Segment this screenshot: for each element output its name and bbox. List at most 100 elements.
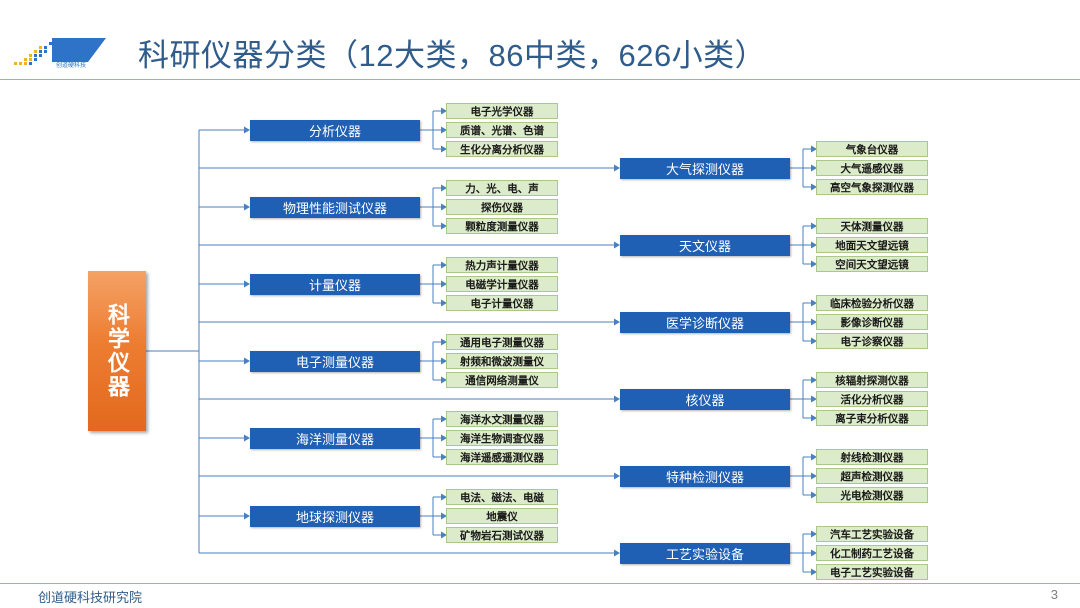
subcategory-node: 电子诊察仪器 [816,333,928,349]
category-node: 地球探测仪器 [250,505,420,527]
subcategory-node: 离子束分析仪器 [816,410,928,426]
arrow-head [811,318,817,326]
subcategory-node: 电子工艺实验设备 [816,564,928,580]
page-number: 3 [1050,587,1058,602]
subcategory-node: 质谱、光谱、色谱 [446,122,558,138]
arrow-head [441,203,447,211]
arrow-head [811,222,817,230]
subcategory-node: 电子计量仪器 [446,295,558,311]
subcategory-node: 汽车工艺实验设备 [816,526,928,542]
arrow-head [811,145,817,153]
subcategory-node: 核辐射探测仪器 [816,372,928,388]
subcategory-node: 气象台仪器 [816,141,928,157]
arrow-head [614,241,620,249]
arrow-head [441,126,447,134]
arrow-head [614,318,620,326]
arrow-head [441,184,447,192]
arrow-head [811,414,817,422]
arrow-head [811,530,817,538]
category-node: 物理性能测试仪器 [250,196,420,218]
arrow-head [441,453,447,461]
arrow-head [811,241,817,249]
arrow-head [811,260,817,268]
arrow-head [441,261,447,269]
subcategory-node: 电子光学仪器 [446,103,558,119]
arrow-head [811,337,817,345]
category-node: 电子测量仪器 [250,350,420,372]
logo-text: 创道硬科技 [56,61,86,69]
root-node: 科学仪器 [88,271,146,431]
subcategory-node: 力、光、电、声 [446,180,558,196]
arrow-head [811,491,817,499]
arrow-head [811,376,817,384]
subcategory-node: 通用电子测量仪器 [446,334,558,350]
subcategory-node: 高空气象探测仪器 [816,179,928,195]
arrow-head [811,568,817,576]
arrow-head [614,472,620,480]
arrow-head [244,512,250,520]
subcategory-node: 海洋生物调查仪器 [446,430,558,446]
arrow-head [441,415,447,423]
subcategory-node: 大气遥感仪器 [816,160,928,176]
subcategory-node: 空间天文望远镜 [816,256,928,272]
subcategory-node: 影像诊断仪器 [816,314,928,330]
arrow-head [811,549,817,557]
arrow-head [441,493,447,501]
logo-icon: 创道硬科技 [14,38,106,69]
arrow-head [441,107,447,115]
subcategory-node: 电法、磁法、电磁 [446,489,558,505]
subcategory-node: 射频和微波测量仪 [446,353,558,369]
subcategory-node: 地震仪 [446,508,558,524]
category-node: 分析仪器 [250,119,420,141]
subcategory-node: 天体测量仪器 [816,218,928,234]
arrow-head [441,222,447,230]
arrow-head [441,531,447,539]
arrow-head [244,434,250,442]
category-node: 特种检测仪器 [620,465,790,487]
arrow-head [244,203,250,211]
category-node: 工艺实验设备 [620,542,790,564]
arrow-head [441,299,447,307]
footer-org: 创道硬科技研究院 [38,590,143,605]
subcategory-node: 矿物岩石测试仪器 [446,527,558,543]
arrow-head [811,164,817,172]
subcategory-node: 生化分离分析仪器 [446,141,558,157]
subcategory-node: 化工制药工艺设备 [816,545,928,561]
arrow-head [441,357,447,365]
subcategory-node: 光电检测仪器 [816,487,928,503]
arrow-head [614,395,620,403]
subcategory-node: 电磁学计量仪器 [446,276,558,292]
category-node: 大气探测仪器 [620,157,790,179]
subcategory-node: 通信网络测量仪 [446,372,558,388]
subcategory-node: 海洋水文测量仪器 [446,411,558,427]
arrow-head [441,338,447,346]
category-node: 核仪器 [620,388,790,410]
arrow-head [441,376,447,384]
arrow-head [244,357,250,365]
root-label: 科学仪器 [105,303,130,399]
subcategory-node: 射线检测仪器 [816,449,928,465]
arrow-head [441,512,447,520]
page-title: 科研仪器分类（12大类，86中类，626小类） [138,38,767,73]
arrow-head [811,183,817,191]
subcategory-node: 地面天文望远镜 [816,237,928,253]
arrow-head [811,395,817,403]
arrow-head [441,145,447,153]
subcategory-node: 海洋遥感遥测仪器 [446,449,558,465]
category-node: 医学诊断仪器 [620,311,790,333]
subcategory-node: 热力声计量仪器 [446,257,558,273]
category-node: 计量仪器 [250,273,420,295]
arrow-head [441,434,447,442]
top-divider [0,79,1080,80]
category-node: 海洋测量仪器 [250,427,420,449]
arrow-head [614,549,620,557]
arrow-head [811,299,817,307]
arrow-head [811,472,817,480]
subcategory-node: 超声检测仪器 [816,468,928,484]
subcategory-node: 探伤仪器 [446,199,558,215]
subcategory-node: 临床检验分析仪器 [816,295,928,311]
arrow-head [244,280,250,288]
arrow-head [244,126,250,134]
subcategory-node: 颗粒度测量仪器 [446,218,558,234]
